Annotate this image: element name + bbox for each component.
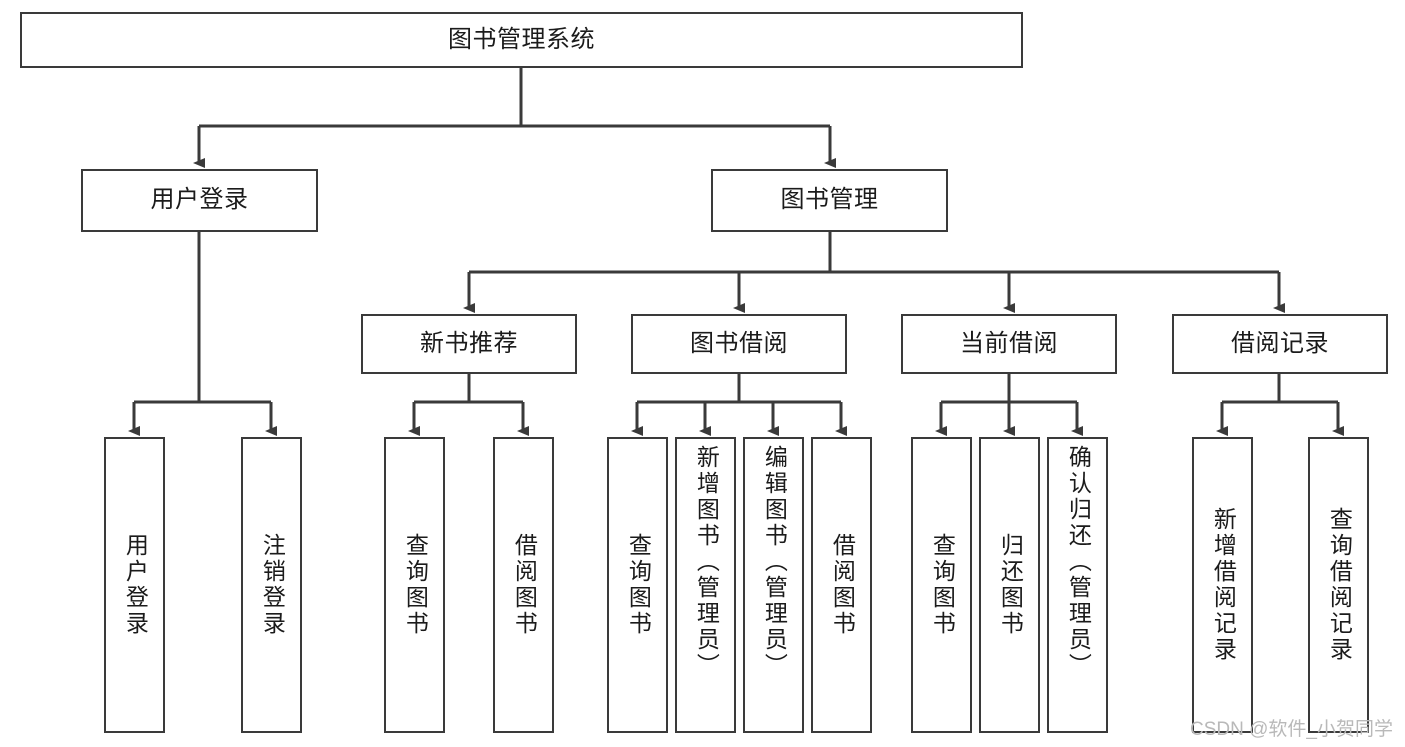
- node-current-borrow[interactable]: 当前借阅: [901, 314, 1117, 374]
- node-label: 新增借阅记录: [1210, 507, 1237, 663]
- node-book-management[interactable]: 图书管理: [711, 169, 948, 232]
- node-label: 编辑图书（管理员）: [761, 445, 788, 679]
- node-label: 确认归还（管理员）: [1065, 445, 1092, 679]
- node-label: 查询图书: [402, 533, 429, 637]
- leaf-query-borrow-record[interactable]: 查询借阅记录: [1308, 437, 1369, 733]
- leaf-query-book-current[interactable]: 查询图书: [911, 437, 972, 733]
- node-label: 注销登录: [259, 533, 286, 637]
- node-label: 新增图书（管理员）: [693, 445, 720, 679]
- leaf-borrow-book-recommend[interactable]: 借阅图书: [493, 437, 554, 733]
- node-label: 图书借阅: [690, 329, 788, 357]
- node-label: 图书管理: [780, 186, 879, 214]
- node-label: 新书推荐: [420, 329, 518, 357]
- leaf-user-login[interactable]: 用户登录: [104, 437, 165, 733]
- node-label: 用户登录: [122, 533, 149, 637]
- leaf-return-book[interactable]: 归还图书: [979, 437, 1040, 733]
- node-book-borrow[interactable]: 图书借阅: [631, 314, 847, 374]
- node-label: 借阅图书: [511, 533, 538, 637]
- node-user-login[interactable]: 用户登录: [81, 169, 318, 232]
- leaf-borrow-book[interactable]: 借阅图书: [811, 437, 872, 733]
- node-root-book-management-system[interactable]: 图书管理系统: [20, 12, 1023, 68]
- node-label: 查询图书: [929, 533, 956, 637]
- leaf-logout-login[interactable]: 注销登录: [241, 437, 302, 733]
- node-label: 当前借阅: [960, 329, 1058, 357]
- node-label: 查询图书: [625, 533, 652, 637]
- node-borrow-record[interactable]: 借阅记录: [1172, 314, 1388, 374]
- node-label: 借阅记录: [1231, 329, 1329, 357]
- node-label: 查询借阅记录: [1326, 507, 1353, 663]
- leaf-add-book-admin[interactable]: 新增图书（管理员）: [675, 437, 736, 733]
- node-new-book-recommend[interactable]: 新书推荐: [361, 314, 577, 374]
- watermark-text: CSDN @软件_小贺同学: [1190, 719, 1393, 740]
- leaf-confirm-return-admin[interactable]: 确认归还（管理员）: [1047, 437, 1108, 733]
- node-label: 归还图书: [997, 533, 1024, 637]
- leaf-edit-book-admin[interactable]: 编辑图书（管理员）: [743, 437, 804, 733]
- node-label: 用户登录: [150, 186, 249, 214]
- node-label: 图书管理系统: [448, 25, 595, 53]
- node-label: 借阅图书: [829, 533, 856, 637]
- leaf-query-book-borrow[interactable]: 查询图书: [607, 437, 668, 733]
- leaf-query-book-recommend[interactable]: 查询图书: [384, 437, 445, 733]
- leaf-add-borrow-record[interactable]: 新增借阅记录: [1192, 437, 1253, 733]
